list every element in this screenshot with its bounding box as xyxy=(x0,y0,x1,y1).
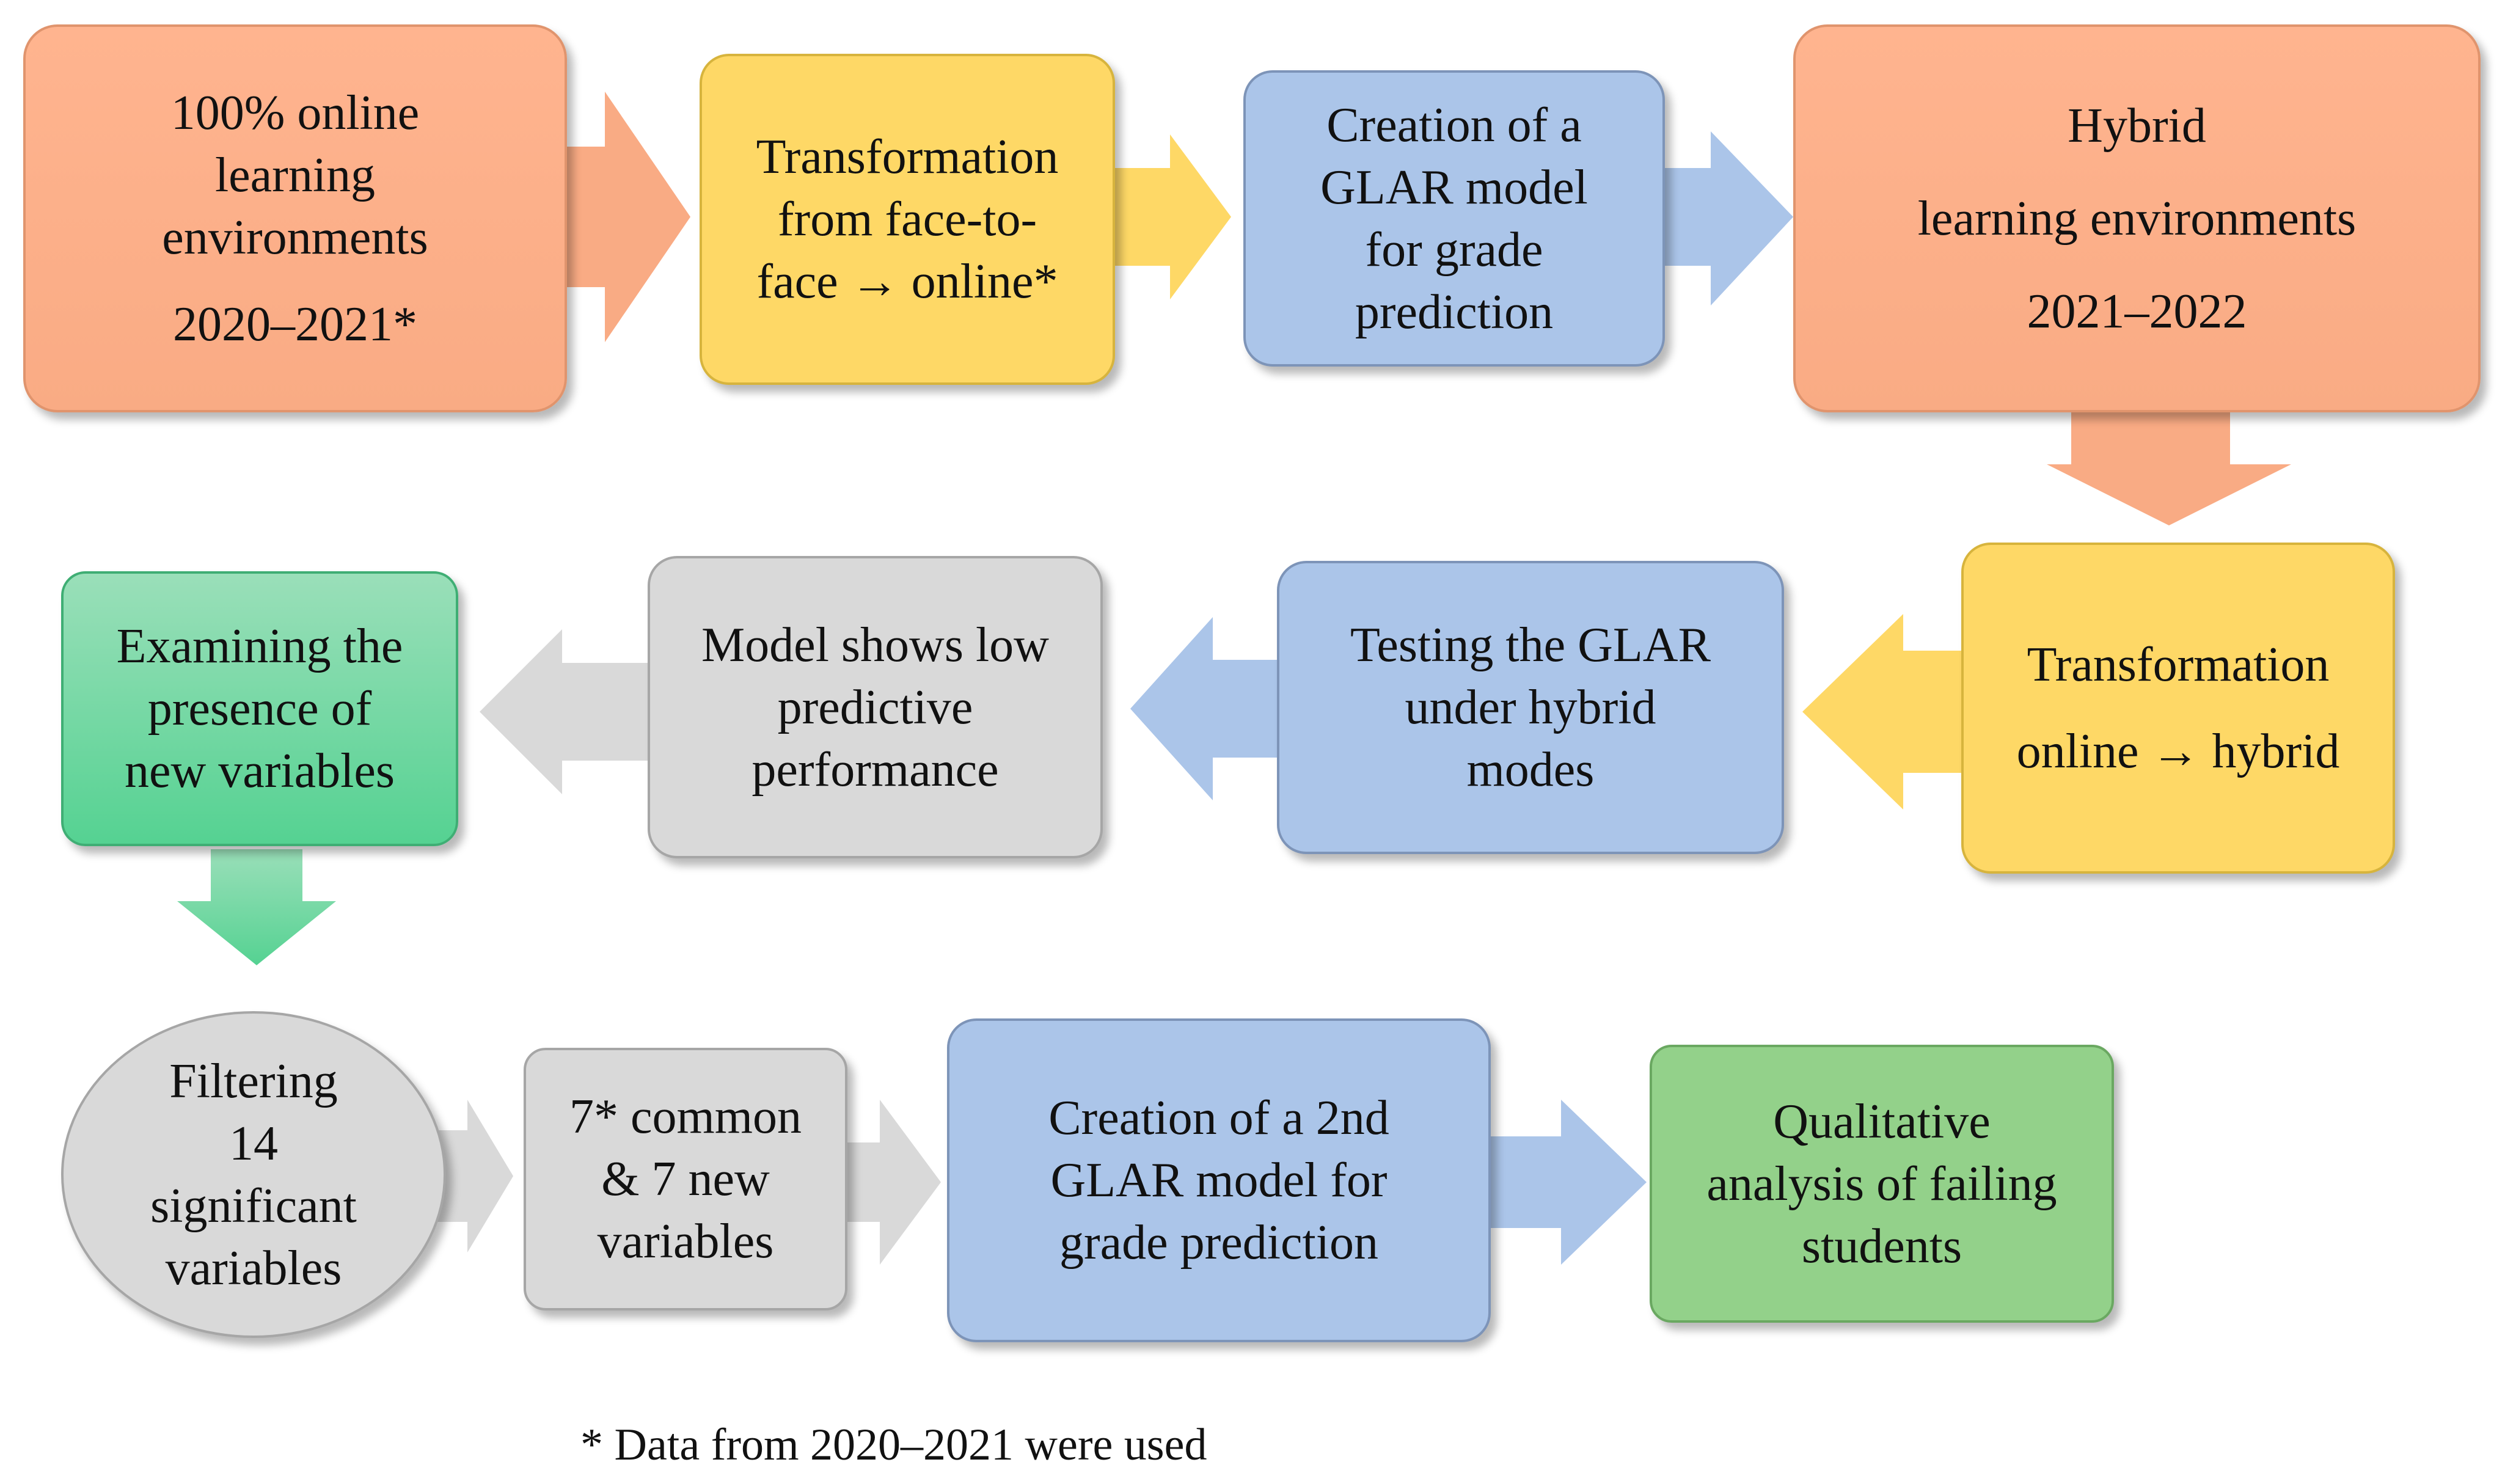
box-text-line: variables xyxy=(597,1215,774,1268)
box-text-line: learning xyxy=(214,148,376,202)
box-text-line: under hybrid xyxy=(1405,681,1656,734)
box-text-line: performance xyxy=(752,742,999,797)
box-text-line: for grade xyxy=(1365,222,1543,277)
box-text-line: face → online* xyxy=(756,255,1058,309)
box-text-line: Transformation xyxy=(756,130,1059,184)
box-text-line: presence of xyxy=(147,682,372,736)
box-text-line: Hybrid xyxy=(2068,98,2206,153)
arrow-transformation-to-testing xyxy=(1802,614,1983,810)
arrow-glar2-to-qualitative xyxy=(1485,1100,1647,1265)
examining-variables-box: Examining the presence of new variables xyxy=(61,571,458,846)
box-text-line: new variables xyxy=(124,744,395,798)
box-text-line: students xyxy=(1801,1219,1962,1273)
box-text-line: Creation of a xyxy=(1326,98,1582,152)
box-text-line: online → hybrid xyxy=(2016,725,2340,778)
arrow-online-to-transformation xyxy=(550,92,690,342)
box-text-line: modes xyxy=(1466,743,1595,797)
box-text-line: environments xyxy=(162,210,428,265)
qualitative-analysis-box: Qualitative analysis of failing students xyxy=(1650,1045,2114,1323)
arrow-hybrid-to-transformation xyxy=(2047,409,2291,525)
transformation-online-hybrid-box: Transformation online → hybrid xyxy=(1961,543,2395,874)
online-learning-2020-box: 100% online learning environments 2020–2… xyxy=(23,24,567,412)
box-text-line: learning environments xyxy=(1917,191,2357,246)
box-text-line: prediction xyxy=(1355,285,1554,339)
box-text-line: 14 xyxy=(229,1116,278,1171)
glar-model-creation-box: Creation of a GLAR model for grade predi… xyxy=(1243,70,1665,367)
common-new-variables-box: 7* common & 7 new variables xyxy=(524,1048,847,1310)
box-text-line: GLAR model xyxy=(1320,160,1588,214)
arrow-transformation-to-glar xyxy=(1100,134,1231,299)
box-text-line: Filtering xyxy=(169,1054,338,1108)
hybrid-learning-2021-box: Hybrid learning environments 2021–2022 xyxy=(1793,24,2481,412)
box-text-line: variables xyxy=(165,1241,342,1295)
box-text-line: & 7 new xyxy=(601,1152,770,1206)
box-text-line: Creation of a 2nd xyxy=(1048,1091,1389,1145)
box-text-line: 2020–2021* xyxy=(173,297,417,351)
box-text-line: from face-to- xyxy=(777,192,1037,246)
second-glar-model-box: Creation of a 2nd GLAR model for grade p… xyxy=(947,1018,1491,1342)
arrow-filtering-to-common xyxy=(437,1100,513,1252)
arrow-model-to-examining xyxy=(480,629,651,794)
box-text-line: predictive xyxy=(777,680,973,734)
arrow-examining-to-filtering xyxy=(177,849,336,965)
box-text-line: Transformation xyxy=(2027,638,2330,692)
box-text-line: 100% online xyxy=(170,86,420,140)
arrow-common-to-glar2 xyxy=(843,1100,941,1265)
footnote: * Data from 2020–2021 were used xyxy=(580,1420,1207,1470)
arrow-testing-to-model xyxy=(1130,617,1283,800)
box-text-line: analysis of failing xyxy=(1706,1157,2057,1211)
box-text-line: Examining the xyxy=(116,620,403,673)
box-text-line: grade prediction xyxy=(1059,1216,1378,1270)
box-text-line: 7* common xyxy=(569,1090,802,1144)
filtering-variables-ellipse: Filtering 14 significant variables xyxy=(61,1011,446,1338)
box-text-line: Model shows low xyxy=(701,618,1049,672)
box-text-line: significant xyxy=(150,1179,357,1233)
box-text-line: 2021–2022 xyxy=(2027,284,2247,338)
testing-glar-box: Testing the GLAR under hybrid modes xyxy=(1277,561,1784,854)
low-performance-box: Model shows low predictive performance xyxy=(648,556,1103,858)
box-text-line: Qualitative xyxy=(1773,1094,1991,1149)
transformation-face-to-online-box: Transformation from face-to- face → onli… xyxy=(700,54,1115,385)
box-text-line: Testing the GLAR xyxy=(1350,618,1711,672)
box-text-line: GLAR model for xyxy=(1050,1153,1388,1207)
arrow-glar-to-hybrid xyxy=(1650,131,1793,305)
